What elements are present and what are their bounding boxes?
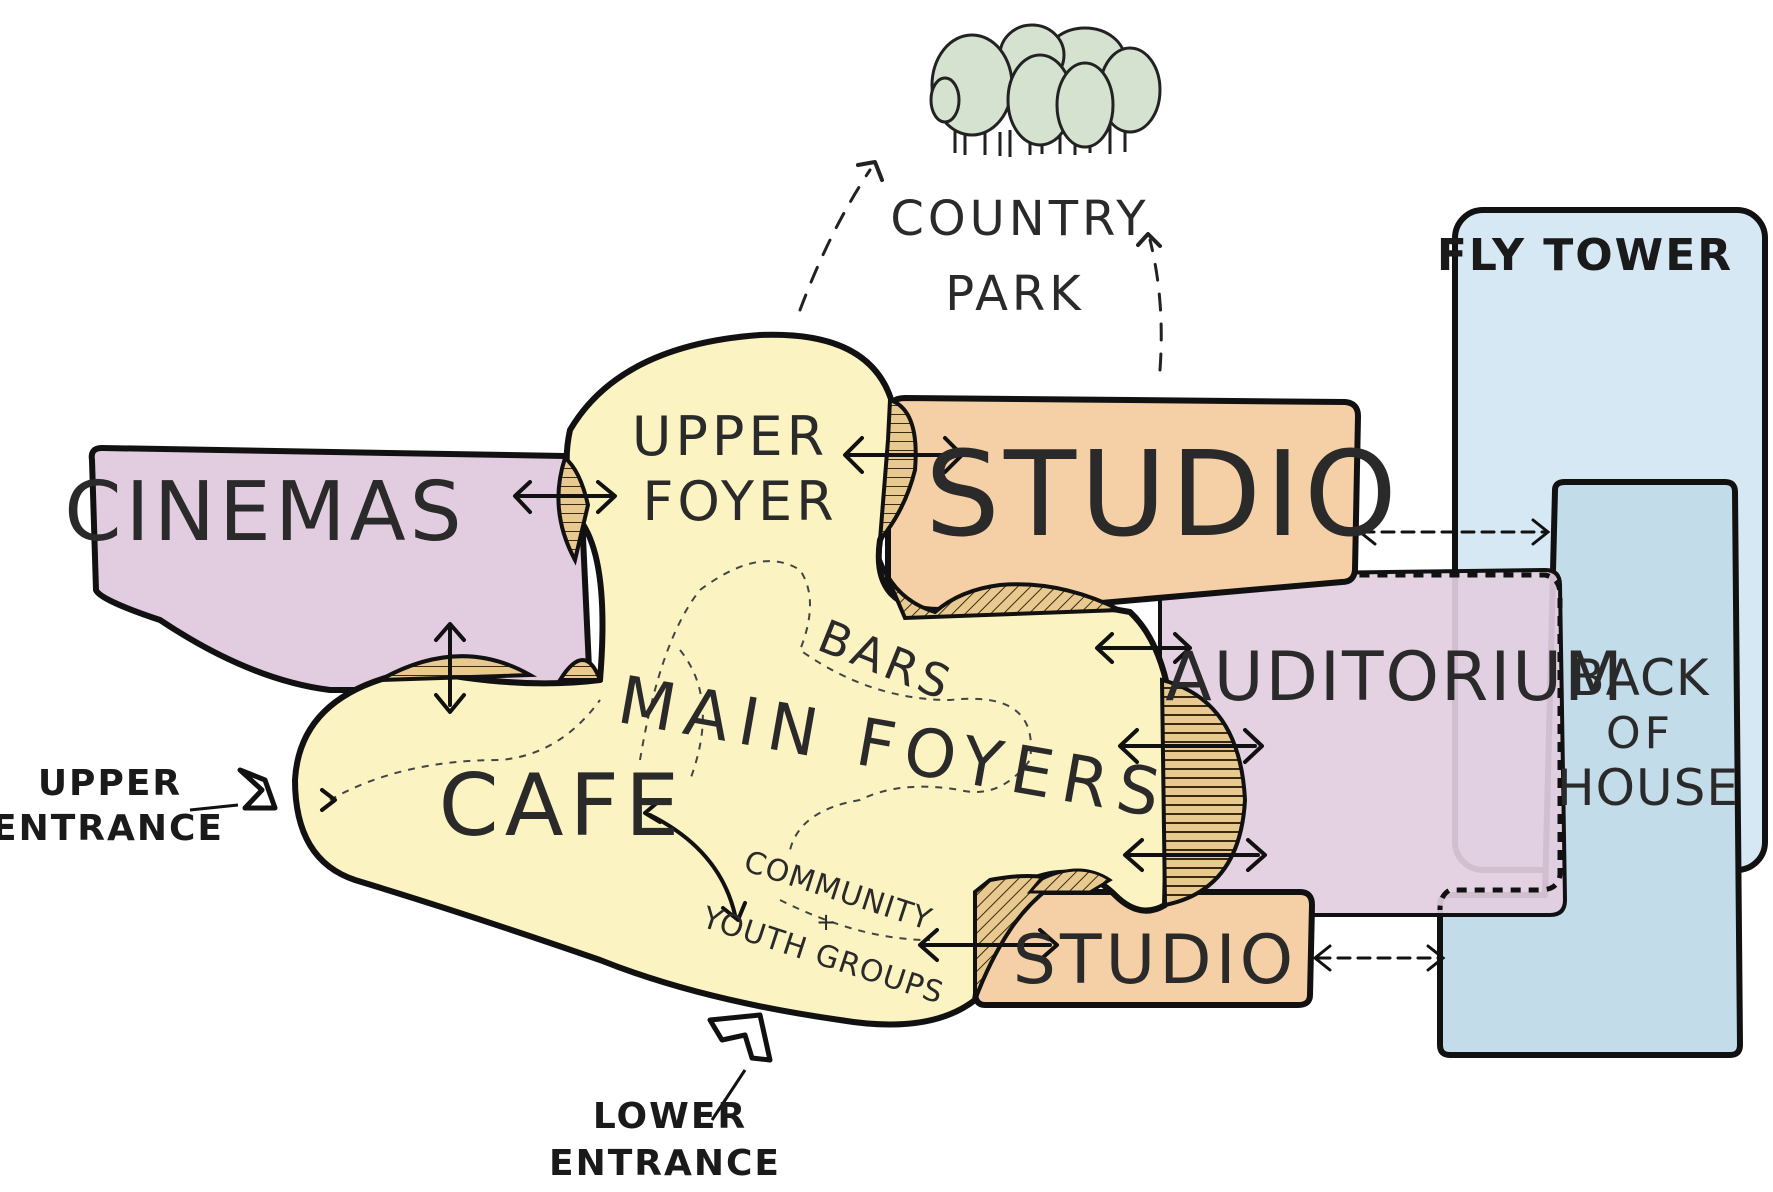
upper-entrance-label-line2: ENTRANCE <box>0 808 224 849</box>
tree <box>1055 61 1115 149</box>
tree <box>929 76 961 124</box>
interface-community-studio <box>973 874 1065 1001</box>
back-of-house-label-line2: OF <box>1606 708 1674 759</box>
upper-foyer-label-line1: UPPER <box>632 405 828 468</box>
country-park-label-line1: COUNTRY <box>890 191 1149 247</box>
interface-bars-studio <box>878 559 1121 621</box>
auditorium-zone <box>1158 567 1568 917</box>
route-cafe-entrance <box>329 699 601 801</box>
route-community <box>779 899 931 941</box>
circulation-arrows <box>320 436 1267 962</box>
interface-cinemas-upperfoyer <box>556 454 591 566</box>
lower-entrance-label-line2: ENTRANCE <box>549 1143 781 1184</box>
upper-foyer-label-line2: FOYER <box>642 470 837 533</box>
lower-entrance-label-line1: LOWER <box>593 1096 747 1137</box>
interface-mainfoyers-auditorium <box>1159 677 1248 908</box>
upper-entrance-label-line1: UPPER <box>38 763 182 804</box>
cafe-label: CAFE <box>439 756 686 856</box>
route-to-park-right-arrowhead <box>1136 232 1162 248</box>
interface-cinemas-cafe <box>379 654 538 682</box>
interface-cafe-cinema-lower <box>556 658 603 682</box>
auditorium-dotted-edge <box>1157 572 1563 911</box>
route-to-park-left-arrowhead <box>856 160 884 182</box>
fly-tower-label: FLY TOWER <box>1437 230 1733 281</box>
community-label-line2: + <box>816 908 840 936</box>
backstage-links <box>1312 518 1551 972</box>
auditorium-label: AUDITORIUM <box>1165 638 1625 717</box>
interface-upperfoyer-studio <box>877 397 918 547</box>
back-of-house-label-line1: BACK <box>1570 649 1710 707</box>
route-cafe-bend <box>679 649 704 781</box>
studio-small-label: STUDIO <box>1013 921 1297 1000</box>
lower-entrance-marker <box>707 1012 773 1121</box>
back-of-house-label-line3: HOUSE <box>1557 759 1739 817</box>
country-park-trees <box>929 23 1162 157</box>
route-to-park-left <box>798 168 872 312</box>
studio-large-label: STUDIO <box>925 425 1401 563</box>
upper-entrance-marker <box>189 767 278 812</box>
route-to-park-right <box>1148 238 1163 372</box>
route-bars-loop <box>639 560 1032 851</box>
interface-studio-small-top <box>1026 868 1113 894</box>
cinemas-zone <box>88 445 593 693</box>
cinemas-label: CINEMAS <box>64 465 465 560</box>
country-park-label-line2: PARK <box>945 266 1085 322</box>
